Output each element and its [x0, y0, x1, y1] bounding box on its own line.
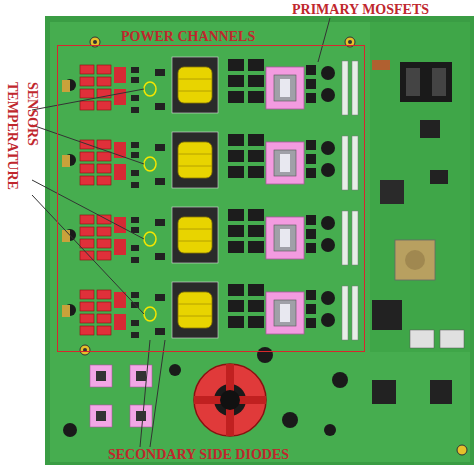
- callout-label: TEMPERATURE SENSORS: [2, 82, 42, 247]
- callout-label: SECONDARY SIDE DIODES: [108, 447, 289, 463]
- group-heading: POWER CHANNELS: [121, 29, 255, 45]
- callout-label: PRIMARY MOSFETS: [292, 2, 429, 18]
- group-box: POWER CHANNELS: [57, 45, 365, 352]
